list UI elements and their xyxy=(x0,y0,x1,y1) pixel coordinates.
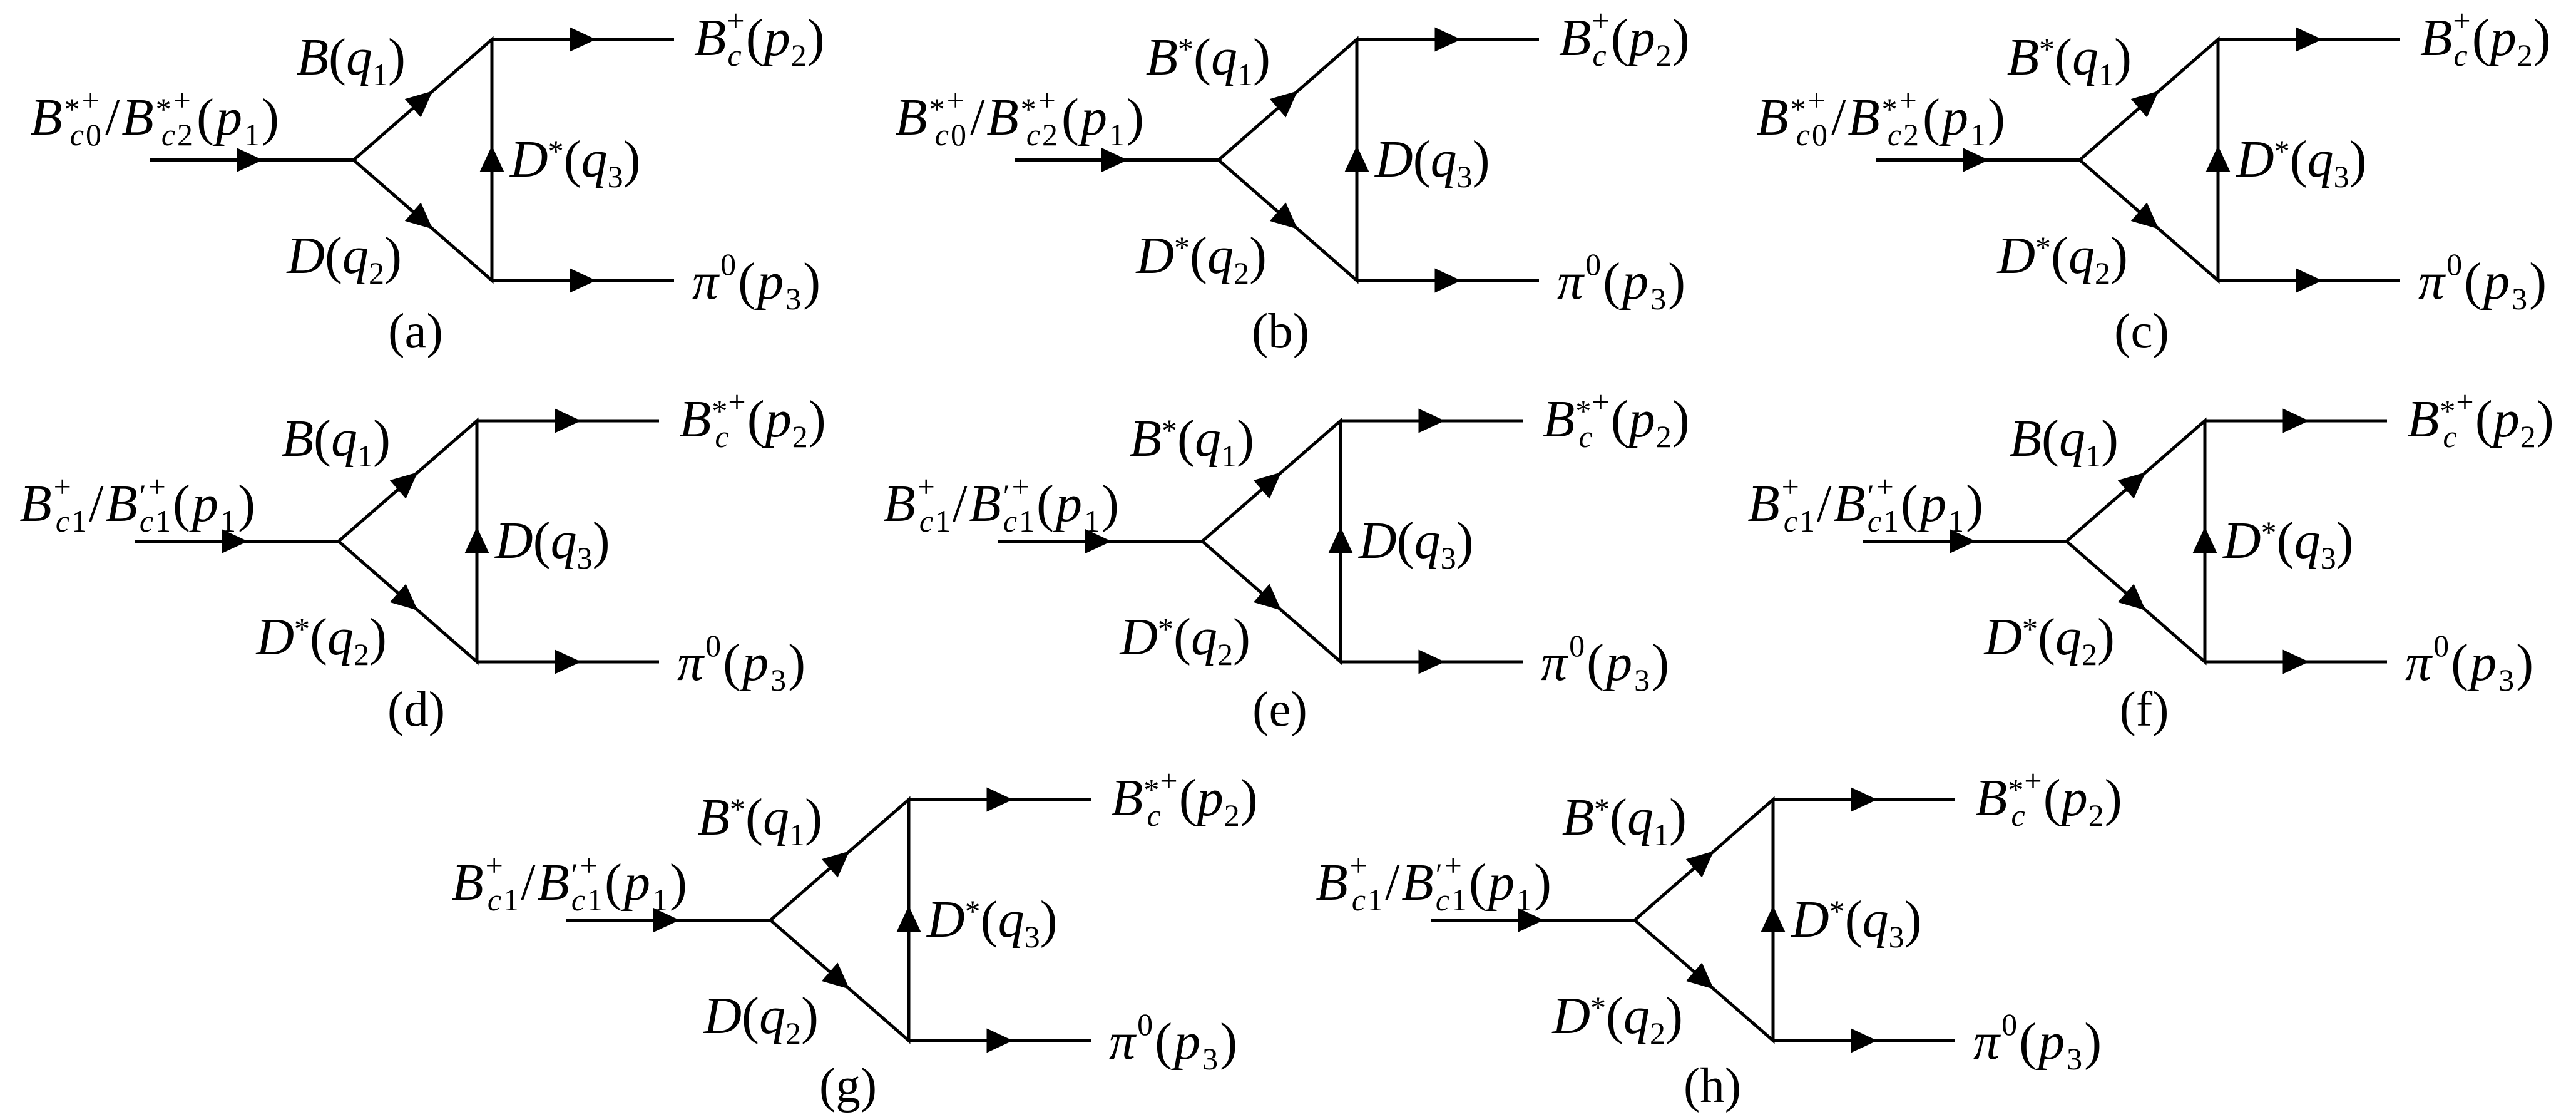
svg-text:D*​(q3): D*​(q3) xyxy=(1791,890,1922,954)
svg-text:B+c1​/B′+c1​(p1): B+c1​/B′+c1​(p1) xyxy=(19,469,257,538)
svg-text:(d): (d) xyxy=(387,682,445,737)
svg-text:(b): (b) xyxy=(1252,304,1309,359)
svg-text:π0​(p3): π0​(p3) xyxy=(1541,628,1671,697)
svg-text:B*+c​(p2): B*+c​(p2) xyxy=(2407,384,2555,454)
svg-text:D(q3): D(q3) xyxy=(1374,130,1490,194)
svg-text:B+c1​/B′+c1​(p1): B+c1​/B′+c1​(p1) xyxy=(883,469,1121,538)
svg-text:π0​(p3): π0​(p3) xyxy=(1557,247,1687,316)
svg-text:B*+c​(p2): B*+c​(p2) xyxy=(1543,384,1690,454)
svg-text:B*​(q1): B*​(q1) xyxy=(698,788,822,852)
svg-text:π0​(p3): π0​(p3) xyxy=(2418,247,2548,316)
svg-text:D*​(q3): D*​(q3) xyxy=(2236,130,2367,194)
svg-text:B+c1​/B′+c1​(p1): B+c1​/B′+c1​(p1) xyxy=(451,848,689,917)
svg-text:D*​(q3): D*​(q3) xyxy=(509,130,641,194)
svg-text:D(q3): D(q3) xyxy=(1358,512,1474,575)
svg-text:B(q1): B(q1) xyxy=(282,409,391,473)
svg-text:B+c​(p2): B+c​(p2) xyxy=(2420,3,2552,73)
svg-text:(a): (a) xyxy=(388,304,443,359)
svg-text:(f): (f) xyxy=(2120,682,2169,737)
svg-text:(g): (g) xyxy=(819,1059,877,1113)
svg-text:π0​(p3): π0​(p3) xyxy=(1973,1007,2103,1076)
svg-text:D(q2): D(q2) xyxy=(286,227,402,291)
svg-text:B*+c0​/B*+c2​(p1): B*+c0​/B*+c2​(p1) xyxy=(895,83,1146,152)
svg-text:D*​(q2): D*​(q2) xyxy=(1119,608,1250,672)
svg-text:B*+c​(p2): B*+c​(p2) xyxy=(1975,763,2123,833)
svg-text:D*​(q2): D*​(q2) xyxy=(1135,227,1267,291)
svg-text:π0​(p3): π0​(p3) xyxy=(692,247,822,316)
svg-text:π0​(p3): π0​(p3) xyxy=(2405,628,2535,697)
svg-text:D(q3): D(q3) xyxy=(494,512,610,575)
svg-text:B*+c0​/B*+c2​(p1): B*+c0​/B*+c2​(p1) xyxy=(1756,83,2007,152)
svg-text:B*+c0​/B*+c2​(p1): B*+c0​/B*+c2​(p1) xyxy=(30,83,281,152)
svg-text:D*​(q2): D*​(q2) xyxy=(1551,987,1683,1051)
svg-text:(c): (c) xyxy=(2114,304,2169,359)
svg-text:D*​(q2): D*​(q2) xyxy=(1983,608,2115,672)
svg-text:π0​(p3): π0​(p3) xyxy=(677,628,807,697)
svg-text:B*​(q1): B*​(q1) xyxy=(1562,788,1687,852)
svg-text:π0​(p3): π0​(p3) xyxy=(1109,1007,1239,1076)
svg-text:(e): (e) xyxy=(1252,682,1307,737)
svg-text:(h): (h) xyxy=(1684,1059,1741,1113)
svg-text:D(q2): D(q2) xyxy=(703,987,819,1051)
svg-text:B(q1): B(q1) xyxy=(297,28,406,92)
svg-text:B+c1​/B′+c1​(p1): B+c1​/B′+c1​(p1) xyxy=(1747,469,1985,538)
svg-text:B+c1​/B′+c1​(p1): B+c1​/B′+c1​(p1) xyxy=(1316,848,1553,917)
svg-text:B(q1): B(q1) xyxy=(2010,409,2119,473)
